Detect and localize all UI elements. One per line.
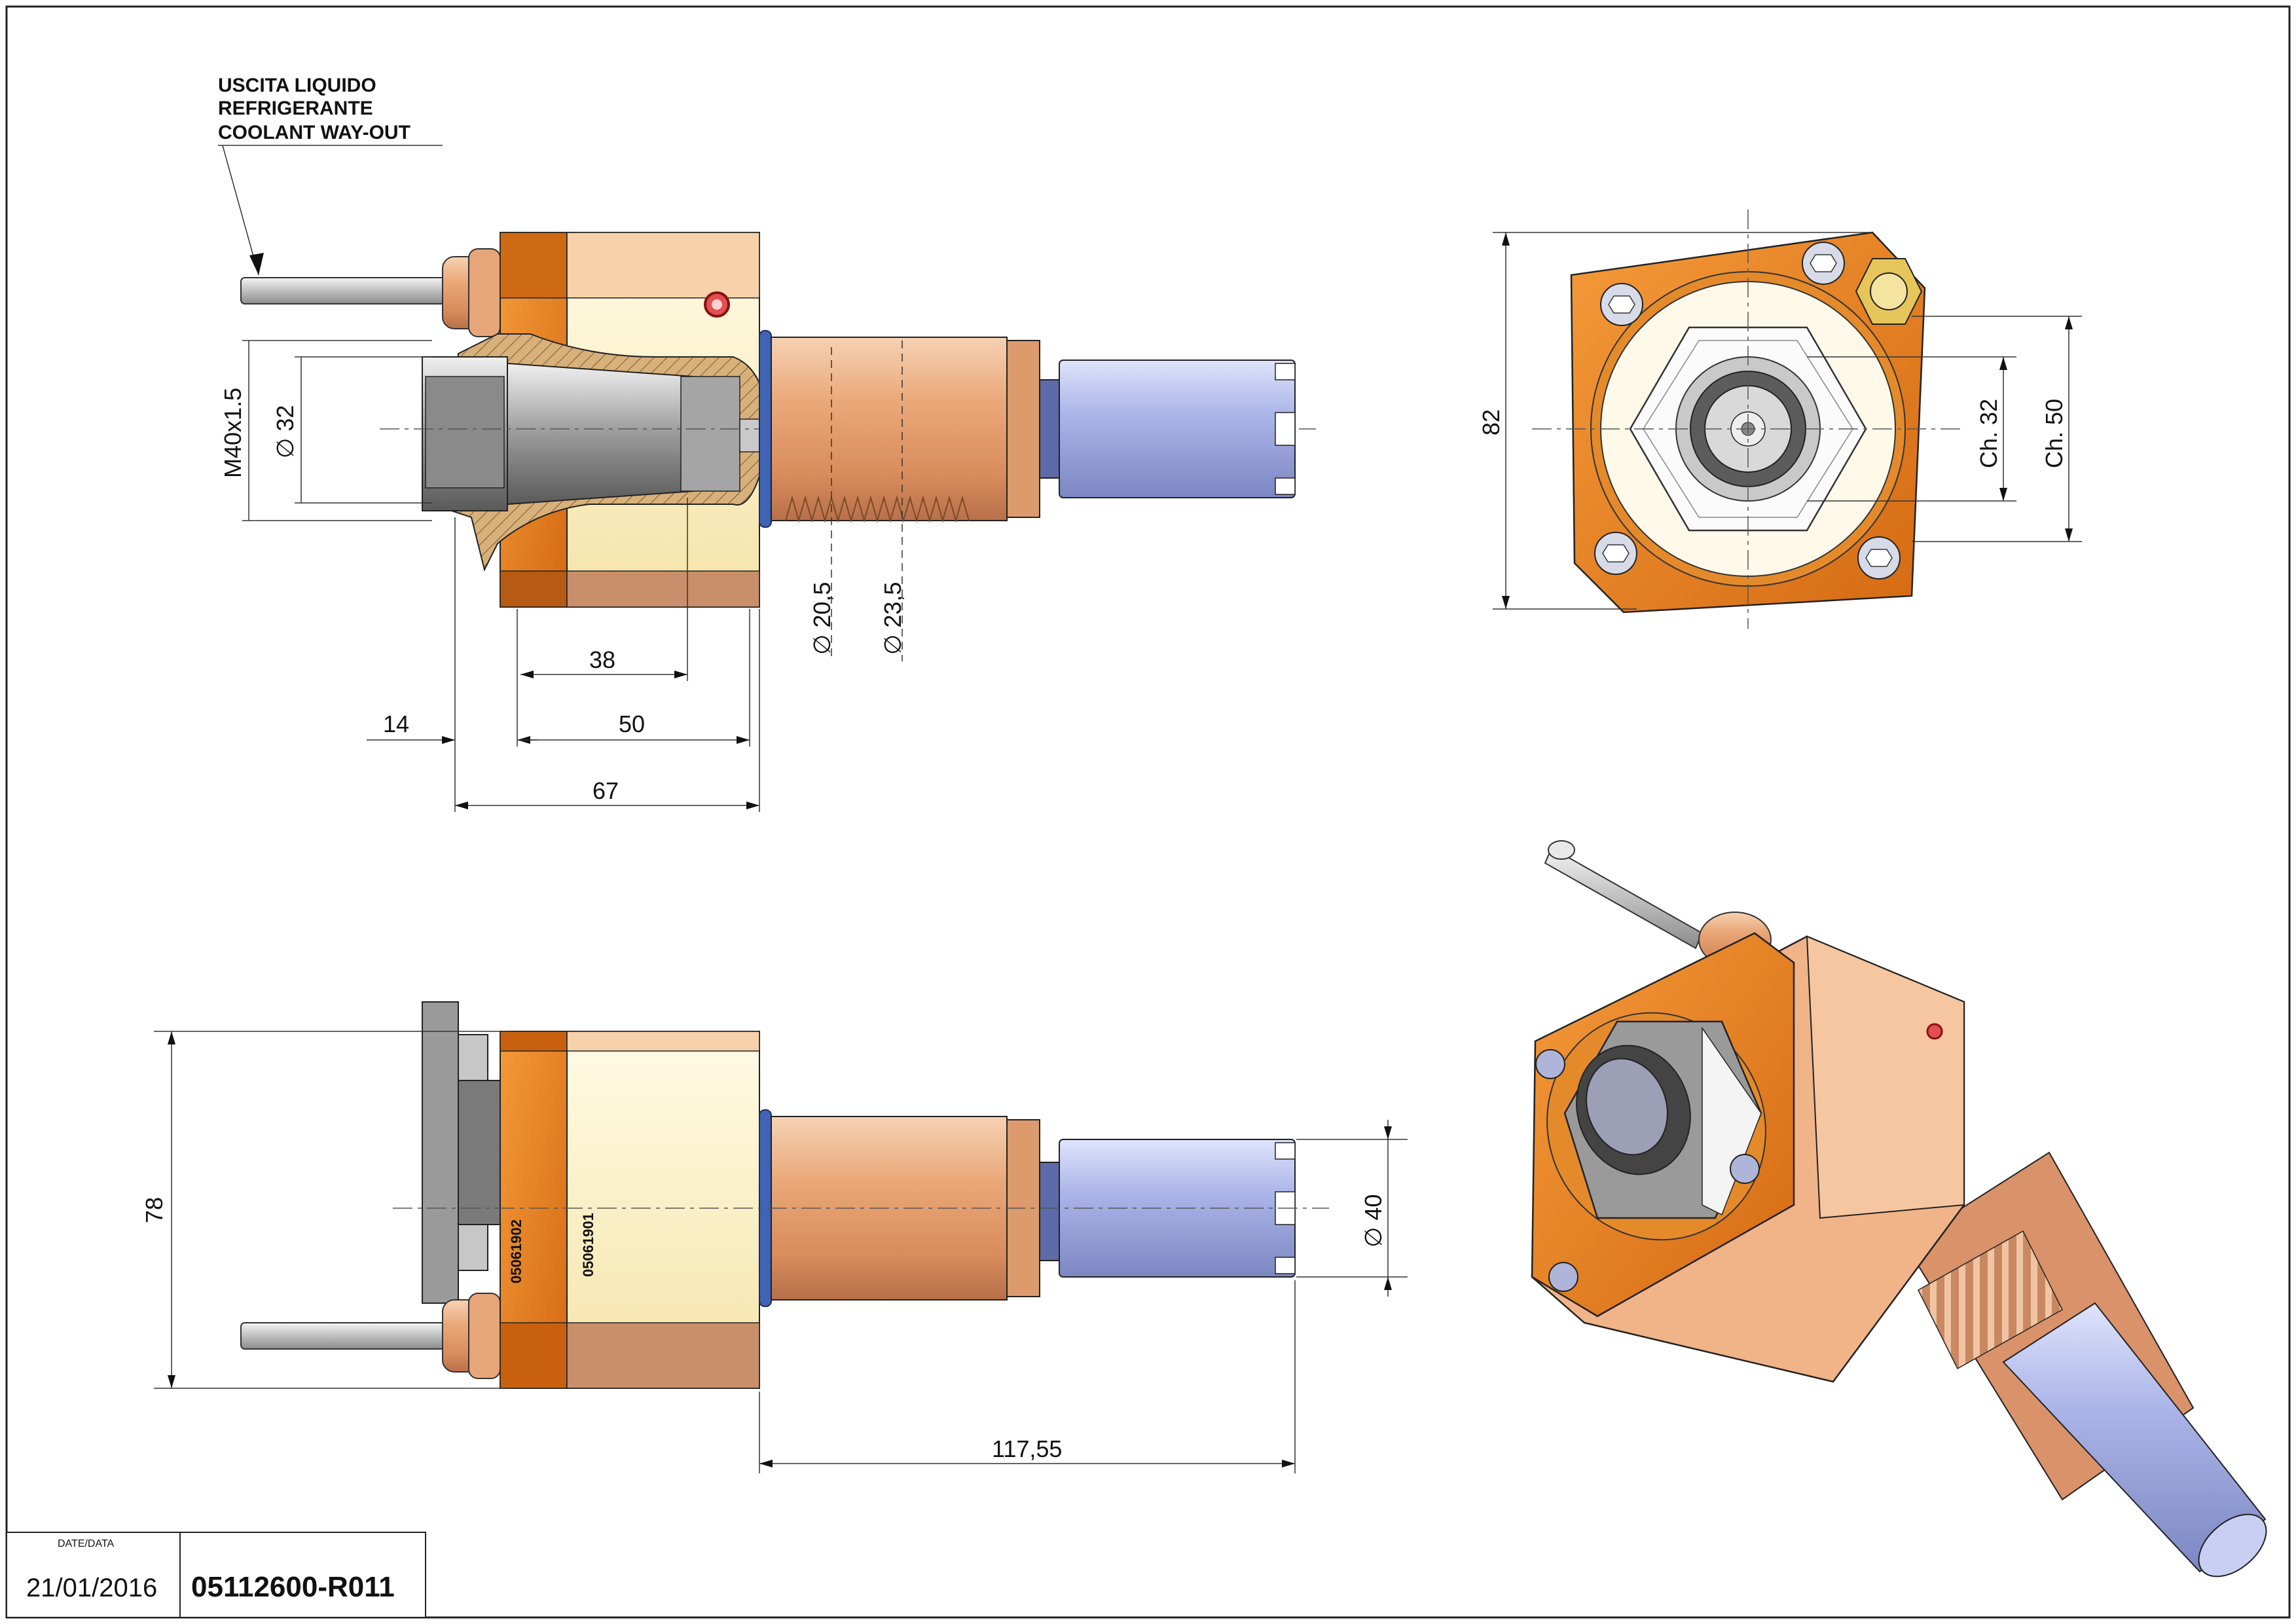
coolant-note: USCITA LIQUIDO REFRIGERANTE COOLANT WAY-…	[218, 75, 443, 276]
dim-117-55: 117,55	[992, 1435, 1062, 1462]
note-leader-line	[222, 145, 259, 276]
iso-bolt-icon-2	[1730, 1154, 1760, 1184]
iso-bolt-icon-3	[1548, 1262, 1578, 1292]
copper-shaft	[771, 337, 1008, 521]
dim-ch32: Ch. 32	[1975, 399, 2002, 468]
iso-plug-icon	[1926, 1023, 1943, 1040]
dim-d20-5: ∅ 20,5	[809, 582, 835, 655]
side-nut	[422, 1001, 459, 1304]
dim-d40: ∅ 40	[1360, 1194, 1387, 1247]
bolt-bottom-left-icon	[1594, 532, 1637, 575]
title-block: DATE/DATA 21/01/2016 05112600-R011	[6, 1532, 426, 1618]
dim-50: 50	[619, 710, 645, 737]
dim-38: 38	[589, 646, 615, 673]
drive-shaft	[1059, 360, 1296, 498]
dim-67: 67	[592, 777, 619, 804]
date-value: 21/01/2016	[26, 1574, 157, 1602]
dim-d32: ∅ 32	[272, 405, 299, 458]
front-view-dimensions: M40x1.5 ∅ 32 ∅ 20,5 ∅ 23,5 38 14 50 67	[219, 340, 906, 812]
o-ring	[759, 330, 772, 528]
collet-cone	[507, 362, 695, 506]
note-line-3: COOLANT WAY-OUT	[218, 122, 410, 143]
iso-coolant-pipe	[1544, 847, 1704, 950]
dim-78: 78	[141, 1197, 168, 1223]
dim-82: 82	[1478, 409, 1504, 435]
gear-teeth	[785, 495, 970, 523]
bolt-bottom-right-icon	[1857, 536, 1901, 580]
bolt-top-right-icon	[1802, 242, 1845, 285]
drawing-code: 05112600-R011	[191, 1571, 395, 1603]
isometric-view	[1531, 840, 2267, 1578]
dim-m40: M40x1.5	[219, 388, 246, 478]
note-line-1: USCITA LIQUIDO	[218, 75, 376, 96]
side-view-dimensions: 78 ∅ 40 117,55	[141, 1031, 1408, 1473]
serial-number-1: 05061902	[508, 1219, 524, 1283]
front-section-view	[240, 232, 1316, 661]
serial-number-2: 05061901	[580, 1213, 596, 1277]
coolant-pipe-side	[240, 1322, 446, 1350]
end-view-dimensions: 82 Ch. 32 Ch. 50	[1478, 232, 2082, 610]
date-label: DATE/DATA	[58, 1538, 115, 1549]
iso-gear-teeth	[1918, 1230, 2063, 1370]
note-line-2: REFRIGERANTE	[218, 98, 373, 119]
coolant-pipe	[240, 277, 446, 304]
bolt-top-left-icon	[1600, 283, 1643, 326]
sheet-border	[5, 5, 2291, 1619]
iso-bolt-icon	[1535, 1049, 1565, 1079]
dim-14: 14	[383, 710, 409, 737]
end-view	[1532, 210, 1964, 629]
side-view: 05061902 05061901	[240, 1001, 1329, 1389]
dim-ch50: Ch. 50	[2041, 399, 2068, 468]
iso-drive-shaft	[2002, 1302, 2267, 1573]
dim-d23-5: ∅ 23,5	[879, 582, 906, 655]
